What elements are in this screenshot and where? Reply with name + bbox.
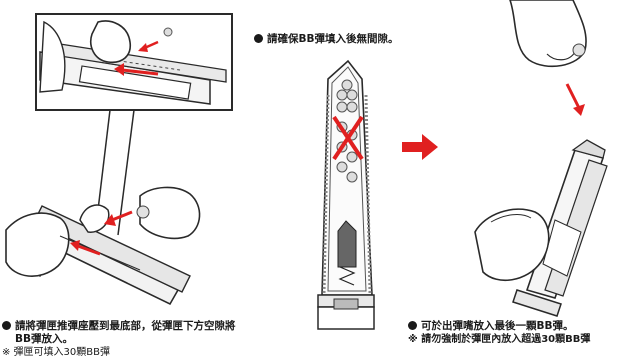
left-caption: 請將彈匣推彈座壓到最底部，從彈匣下方空隙將 BB彈放入。 ※ 彈匣可填入30顆B… [2,320,236,359]
top-caption: 請確保BB彈填入後無間隙。 [254,33,399,46]
right-illustration [455,0,643,317]
magazine-loading-illustration [5,13,233,306]
red-right-arrow-icon [402,134,438,160]
center-illustration [300,55,395,335]
left-caption-note: ※ 彈匣可填入30顆BB彈 [2,347,111,358]
bullet-icon [254,34,263,43]
right-caption: 可於出彈嘴放入最後一顆BB彈。 ※ 請勿強制於彈匣內放入超過30顆BB彈 [408,320,590,346]
left-caption-line2: BB彈放入。 [15,333,74,345]
red-x-icon [332,115,364,161]
left-illustration [0,0,235,315]
right-caption-note: ※ 請勿強制於彈匣內放入超過30顆BB彈 [408,334,591,345]
magazine-section-diagram [317,59,375,330]
bullet-icon [408,321,417,330]
bullet-icon [2,321,11,330]
next-step-arrow [402,134,438,160]
right-caption-line1: 可於出彈嘴放入最後一顆BB彈。 [421,320,574,332]
top-caption-text: 請確保BB彈填入後無間隙。 [267,33,399,45]
last-bb-illustration [474,0,608,317]
left-caption-line1: 請將彈匣推彈座壓到最底部，從彈匣下方空隙將 [15,320,236,332]
